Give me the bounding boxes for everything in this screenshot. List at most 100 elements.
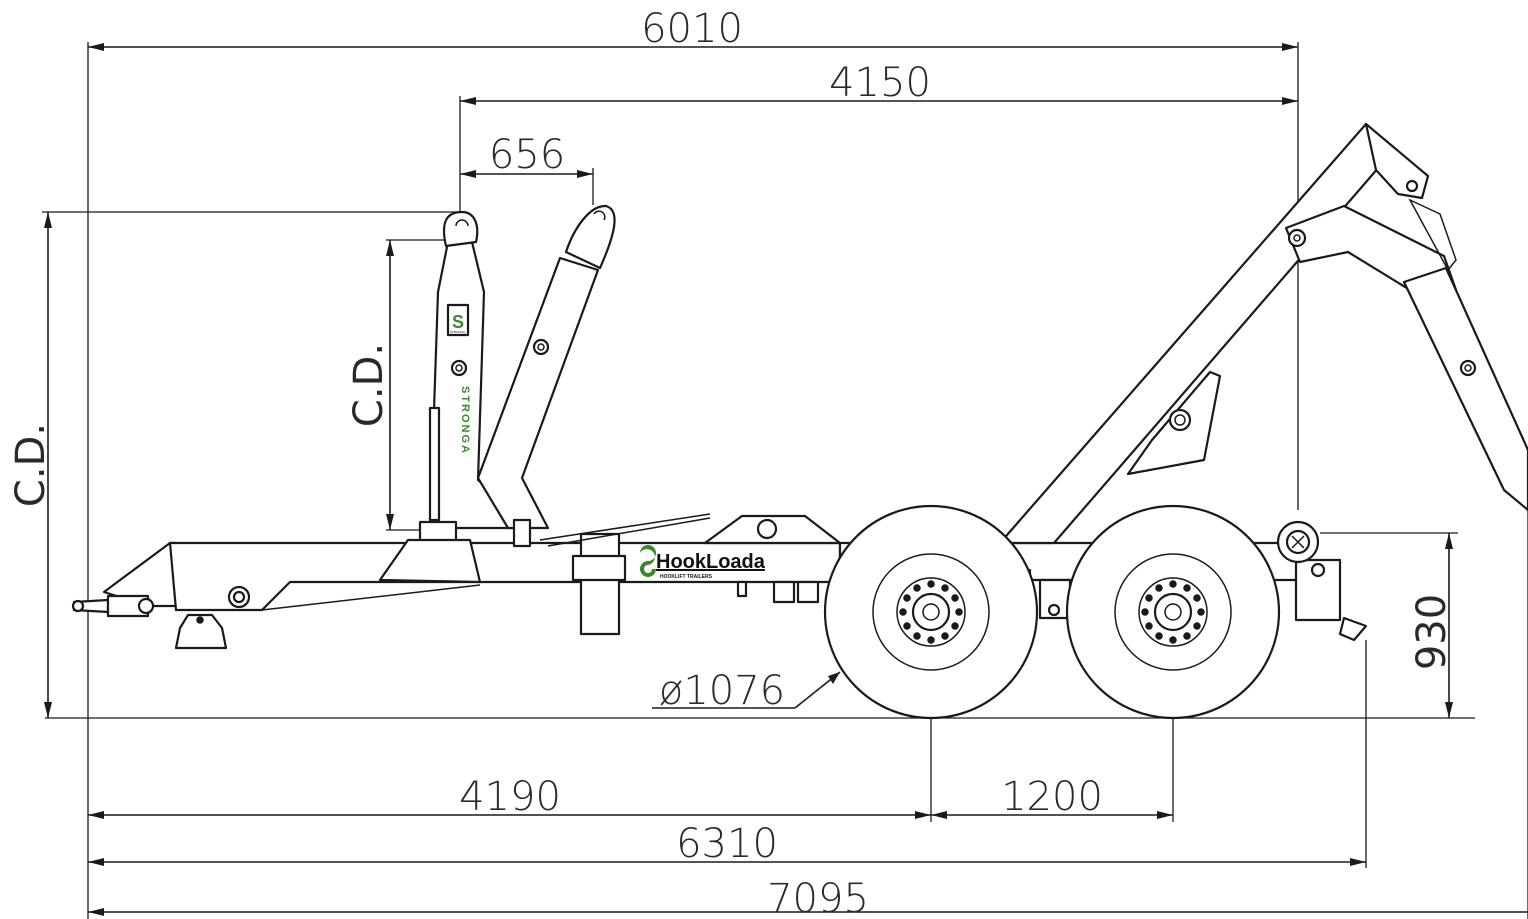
hook-tilted-pin [532, 338, 550, 356]
arrow-cd-inner-bottom [386, 514, 394, 530]
wheel-front-rim [872, 553, 990, 671]
dimension-6010: 6010 [87, 6, 1299, 919]
wheel-nut [1169, 580, 1177, 588]
parking-foot [174, 613, 228, 650]
hookloada-tagline: HOOKLIFT TRAILERS [660, 574, 713, 580]
dimension-6310: 6310 [88, 640, 1367, 868]
tipping-arm-side-pin-inner [1174, 414, 1186, 426]
tipping-arm-lower [1402, 266, 1528, 512]
rear-roller-cross [1291, 535, 1305, 549]
dimension-cd-outer: C.D. [8, 211, 460, 718]
arrow-6010-right [1282, 43, 1298, 51]
wheel-rear-nuts [1141, 580, 1205, 644]
wheel-rear-hub-ring [1138, 577, 1208, 647]
wheel-nut [927, 580, 935, 588]
spare-wheel-clamp [571, 554, 627, 582]
hook-tilted-pin-inner [537, 343, 545, 351]
arrow-656-left [460, 170, 476, 178]
wheel-nut [941, 584, 949, 592]
rear-lamp-bracket [1294, 558, 1342, 622]
label-930: 930 [1409, 594, 1455, 670]
rear-lamp-bolt [1310, 562, 1326, 578]
wheel-nut [941, 632, 949, 640]
arrow-6010-left [88, 43, 104, 51]
hook-upright-pin [450, 359, 468, 377]
under-box-3 [736, 580, 748, 598]
stronga-badge-icon: S [452, 312, 464, 332]
wheel-nut [955, 608, 963, 616]
trailer-frame [71, 514, 1368, 650]
arrow-930-bottom [1445, 702, 1453, 718]
tipping-arm-sensor [1408, 198, 1457, 272]
tipping-arm-head-pin [1405, 179, 1419, 193]
tipping-arm-bracket-pin [1287, 228, 1307, 248]
tow-eye-pin [71, 599, 85, 613]
hook-arm-tilted [476, 204, 711, 548]
wheel-nut [903, 622, 911, 630]
arrow-6310-left [88, 858, 104, 866]
stronga-badge [446, 303, 470, 337]
tipping-arm-main [998, 122, 1394, 545]
arrow-cd-outer-bottom [44, 702, 52, 718]
hook-tilted-tip [593, 210, 606, 221]
spare-wheel-holder [579, 532, 621, 636]
wheel-nut [1141, 608, 1149, 616]
wheel-front-nuts [899, 580, 963, 644]
hook-upright-pin-inner [455, 364, 463, 372]
label-cd-inner: C.D. [346, 343, 392, 427]
wheel-nut [1145, 622, 1153, 630]
wheel-nut [927, 636, 935, 644]
axle-bracket-bolt [1047, 603, 1061, 617]
wheel-front-hub-ring [896, 577, 966, 647]
wheel-nut [1183, 632, 1191, 640]
arrow-4150-left [460, 97, 476, 105]
rear-tipping-arm [998, 122, 1528, 545]
label-6310: 6310 [676, 821, 778, 867]
hook-tilted-head [564, 204, 616, 270]
tipping-arm-side-pin [1168, 408, 1192, 432]
dimension-7095: 7095 [88, 490, 1528, 919]
wheel-nut [1193, 622, 1201, 630]
label-7095: 7095 [767, 876, 869, 919]
frame-pin-front-inner [232, 590, 246, 604]
wheel-nut [1197, 608, 1205, 616]
label-656: 656 [489, 132, 565, 178]
label-1200: 1200 [1001, 774, 1103, 820]
stronga-vertical-text: STRONGA [459, 386, 471, 455]
wheel-nut [1155, 584, 1163, 592]
drawbar-bolt [137, 597, 155, 615]
arrow-cd-outer-top [44, 212, 52, 228]
tipping-arm-head [1364, 122, 1430, 200]
dimension-1200: 1200 [931, 610, 1174, 822]
hydraulic-hose-2 [547, 517, 711, 547]
mid-tower-pin [756, 518, 778, 540]
wheel-nut [1169, 636, 1177, 644]
wheel-rear-hub [1153, 592, 1193, 632]
hook-arm-upright: S STRONGA STRONGA [378, 210, 532, 584]
hookloada-logo-text: HookLoada [656, 551, 766, 573]
label-cd-outer: C.D. [8, 423, 54, 507]
tipping-arm-lower-pin [1459, 359, 1477, 377]
arrow-4190-left [88, 811, 104, 819]
wheel-nut [913, 632, 921, 640]
hydraulic-hose [539, 513, 711, 541]
wheel-nut [951, 622, 959, 630]
label-tire-diameter: ø1076 [659, 668, 785, 714]
arrow-tire-diameter [828, 672, 840, 684]
wheel-front-hub [911, 592, 951, 632]
dimension-656: 656 [460, 132, 594, 205]
wheel-nut [1193, 594, 1201, 602]
arrow-1200-right [1157, 811, 1173, 819]
label-4190: 4190 [459, 774, 561, 820]
wheel-nut [903, 594, 911, 602]
wheel-nut [899, 608, 907, 616]
tipping-arm-lower-pin-inner [1464, 364, 1472, 372]
hydraulic-ram [428, 406, 441, 522]
wheel-nut [1155, 632, 1163, 640]
arrow-1200-left [931, 811, 947, 819]
wheel-nut [1183, 584, 1191, 592]
arrow-656-right [577, 170, 593, 178]
dimension-4150: 4150 [459, 60, 1298, 215]
arrow-6310-right [1350, 858, 1366, 866]
wheel-rear-center [1164, 603, 1182, 621]
